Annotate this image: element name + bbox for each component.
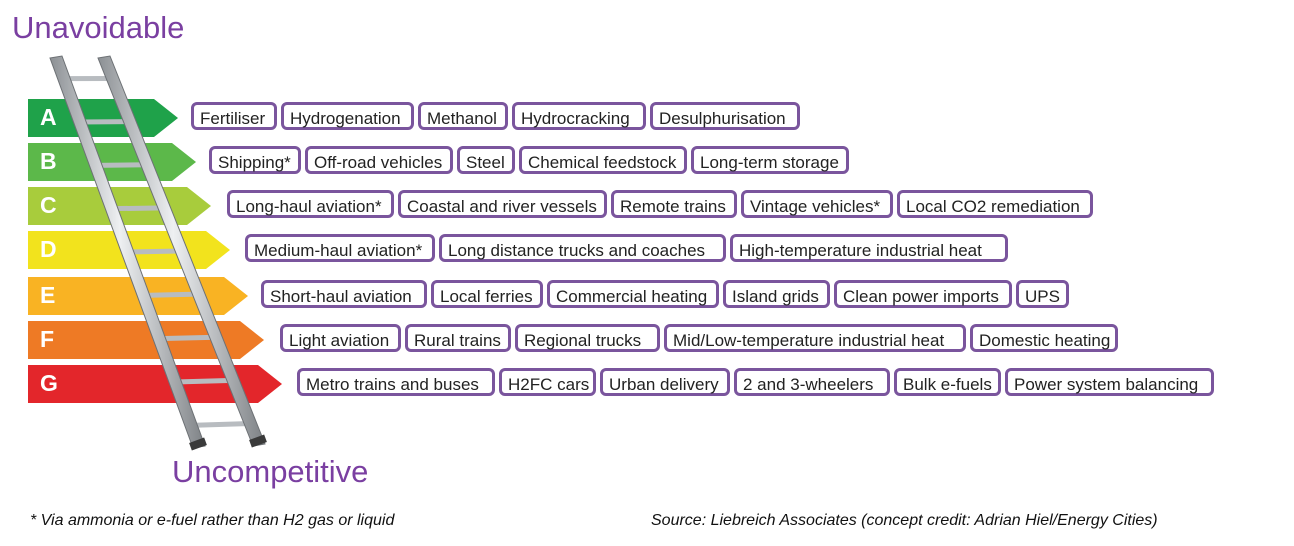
footnote: * Via ammonia or e-fuel rather than H2 g… [30,512,395,529]
application-tag: Shipping* [209,146,301,174]
application-tag: Desulphurisation [650,102,800,130]
application-tag: Bulk e-fuels [894,368,1001,396]
ladder-rung [159,334,217,342]
band-letter: A [40,104,57,130]
application-tag: Metro trains and buses [297,368,495,396]
band-arrow-icon [28,365,282,403]
application-tag: Light aviation [280,324,401,352]
band-arrow-icon [28,321,264,359]
ladder-rung [127,248,182,255]
band-letter: F [40,326,55,352]
application-tag: Clean power imports [834,280,1012,308]
application-tag: Rural trains [405,324,511,352]
band-a: A [28,99,178,137]
ladder-rung [95,162,148,168]
application-tag: Mid/Low-temperature industrial heat [664,324,966,352]
band-letter: E [40,282,56,308]
application-tag: Coastal and river vessels [398,190,607,218]
application-tag: Steel [457,146,515,174]
application-tag: UPS [1016,280,1069,308]
application-tag: Power system balancing [1005,368,1214,396]
application-tag: Remote trains [611,190,737,218]
application-tag: Regional trucks [515,324,660,352]
application-tag: Local ferries [431,280,543,308]
application-tag: Commercial heating [547,280,719,308]
application-tag: 2 and 3-wheelers [734,368,890,396]
application-tag: Off-road vehicles [305,146,453,174]
application-tag: Fertiliser [191,102,277,130]
source-credit: Source: Liebreich Associates (concept cr… [651,512,1158,529]
title-uncompetitive: Uncompetitive [172,454,369,489]
ladder-rung [190,420,251,428]
application-tag: Urban delivery [600,368,730,396]
application-tag: Local CO2 remediation [897,190,1093,218]
application-tag: Long-haul aviation* [227,190,394,218]
application-tag: Methanol [418,102,508,130]
application-tag: Domestic heating [970,324,1118,352]
ladder-rung [175,377,234,385]
application-tag: Island grids [723,280,830,308]
application-tag: Long-term storage [691,146,849,174]
band-letter: B [40,148,57,174]
application-tag: Medium-haul aviation* [245,234,435,262]
application-tag: Hydrocracking [512,102,646,130]
band-f: F [28,321,264,359]
application-tag: H2FC cars [499,368,596,396]
band-g: G [28,365,282,403]
application-tag: Short-haul aviation [261,280,427,308]
ladder-rung [111,205,165,212]
band-letter: D [40,236,57,262]
band-arrow-icon [28,99,178,137]
application-tag: Vintage vehicles* [741,190,893,218]
band-letter: G [40,370,58,396]
application-tag: High-temperature industrial heat [730,234,1008,262]
title-unavoidable: Unavoidable [12,10,185,45]
band-letter: C [40,192,57,218]
application-tag: Long distance trucks and coaches [439,234,726,262]
application-tag: Chemical feedstock [519,146,687,174]
ladder-rung [143,291,199,298]
application-tag: Hydrogenation [281,102,414,130]
